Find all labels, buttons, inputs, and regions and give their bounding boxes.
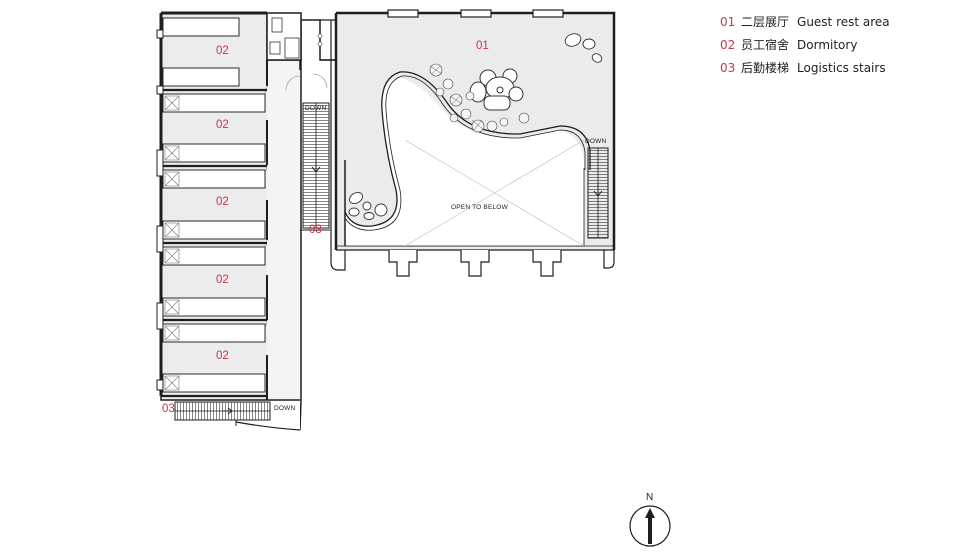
label-guest-rest-area: 01	[476, 40, 489, 52]
legend-number: 03	[720, 61, 736, 75]
legend-row: 01 二层展厅 Guest rest area	[720, 11, 890, 34]
label-stairs-mid: 03	[309, 224, 322, 236]
north-arrow-icon	[629, 505, 671, 547]
legend-row: 02 员工宿舍 Dormitory	[720, 34, 890, 57]
label-stairs-bottom: 03	[162, 403, 175, 415]
legend: 01 二层展厅 Guest rest area 02 员工宿舍 Dormitory 03…	[720, 11, 890, 80]
legend-en: Guest rest area	[797, 15, 890, 29]
legend-zh: 二层展厅	[741, 15, 790, 29]
legend-row: 03 后勤楼梯 Logistics stairs	[720, 57, 890, 80]
label-dormitory-3: 02	[216, 196, 229, 208]
dormitory-wing	[156, 11, 336, 431]
label-dormitory-1: 02	[216, 45, 229, 57]
legend-zh: 员工宿舍	[741, 38, 790, 52]
down-label-west: DOWN	[305, 105, 327, 112]
guest-rest-area	[330, 9, 616, 277]
down-label-bottom: DOWN	[274, 405, 296, 412]
legend-number: 01	[720, 15, 736, 29]
label-dormitory-5: 02	[216, 350, 229, 362]
open-to-below-label: OPEN TO BELOW	[451, 204, 508, 211]
label-dormitory-2: 02	[216, 119, 229, 131]
north-label: N	[646, 492, 654, 503]
label-dormitory-4: 02	[216, 274, 229, 286]
legend-zh: 后勤楼梯	[741, 61, 790, 75]
legend-number: 02	[720, 38, 736, 52]
legend-en: Dormitory	[797, 38, 858, 52]
down-label-east: DOWN	[585, 138, 607, 145]
legend-en: Logistics stairs	[797, 61, 886, 75]
